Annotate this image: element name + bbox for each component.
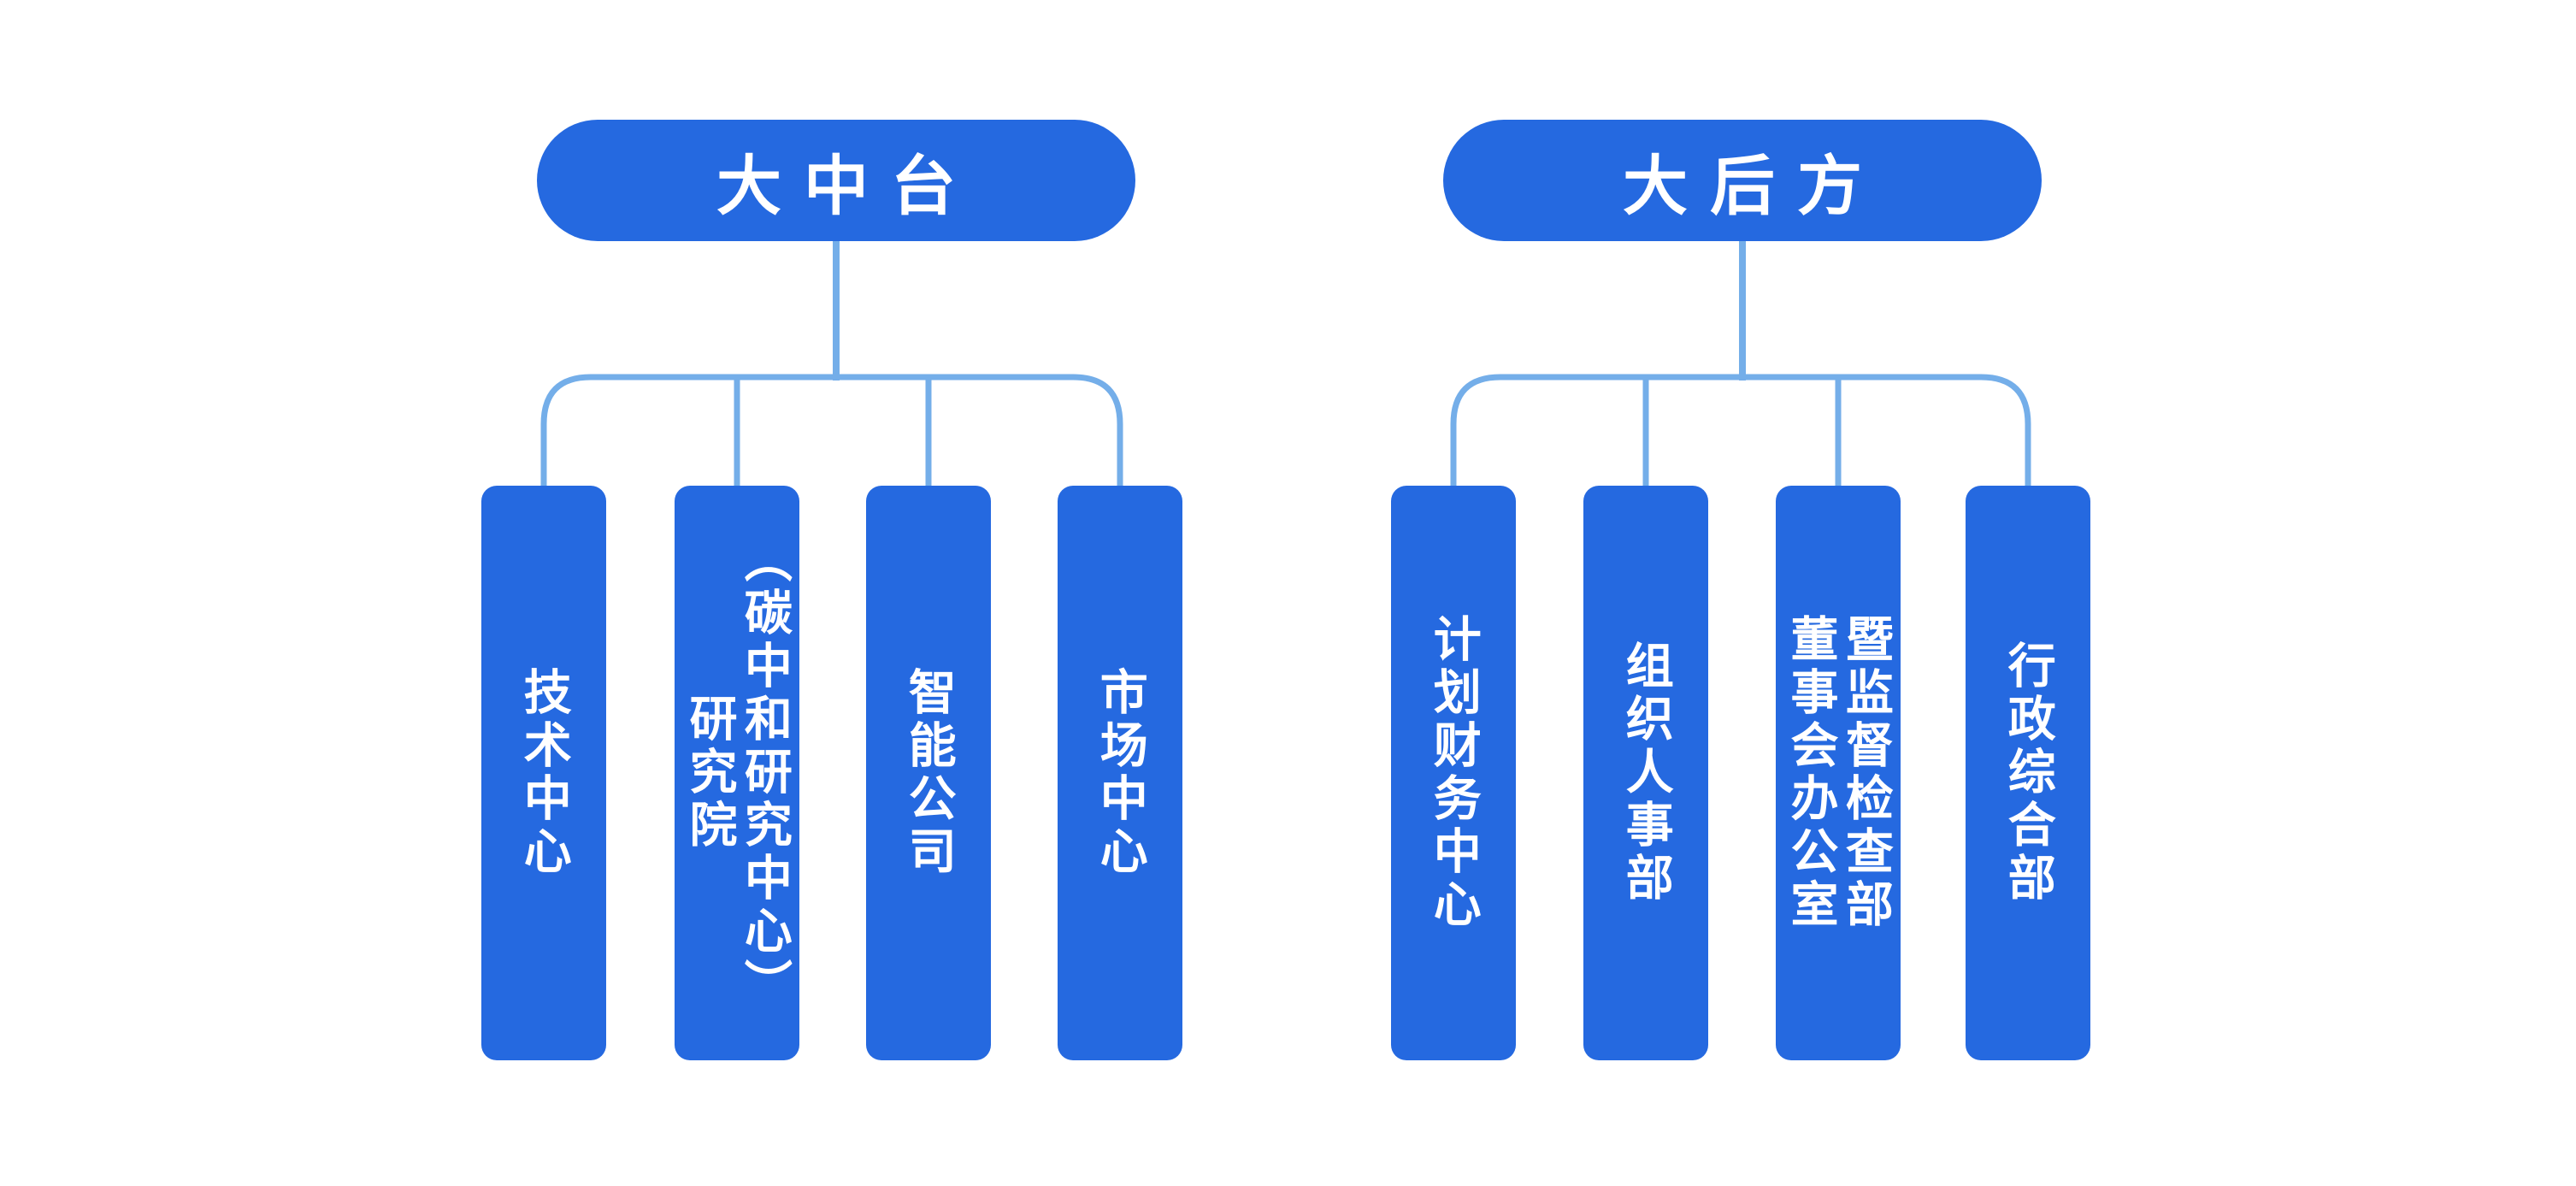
- child-node-label: 智能公司: [902, 667, 957, 879]
- child-node-label: 组织人事部: [1619, 640, 1674, 906]
- child-node-planning-finance-center[interactable]: 计划财务中心: [1391, 486, 1516, 1060]
- child-node-label: 行政综合部: [2001, 640, 2056, 906]
- child-node-intelligent-company[interactable]: 智能公司: [866, 486, 991, 1060]
- child-node-market-center[interactable]: 市场中心: [1058, 486, 1182, 1060]
- root-node-rear-support[interactable]: 大后方: [1443, 120, 2042, 241]
- child-node-board-office-supervision-dept[interactable]: 董事会办公室 暨监督检查部: [1776, 486, 1901, 1060]
- child-node-label: 董事会办公室 暨监督检查部: [1784, 614, 1894, 932]
- root-node-middle-platform[interactable]: 大中台: [537, 120, 1135, 241]
- child-node-label: 技术中心: [517, 667, 572, 879]
- child-node-label: 研究院 （碳中和研究中心）: [683, 534, 793, 1012]
- child-node-label: 市场中心: [1093, 667, 1148, 879]
- child-node-tech-center[interactable]: 技术中心: [481, 486, 606, 1060]
- root-node-label: 大后方: [1623, 150, 1884, 223]
- root-node-label: 大中台: [716, 150, 978, 223]
- child-node-admin-general-dept[interactable]: 行政综合部: [1966, 486, 2090, 1060]
- child-node-research-institute[interactable]: 研究院 （碳中和研究中心）: [675, 486, 799, 1060]
- child-node-label: 计划财务中心: [1427, 614, 1482, 932]
- connector-right-rail: [1450, 374, 2031, 486]
- connector-left-rail: [540, 374, 1123, 486]
- child-node-org-personnel-dept[interactable]: 组织人事部: [1583, 486, 1708, 1060]
